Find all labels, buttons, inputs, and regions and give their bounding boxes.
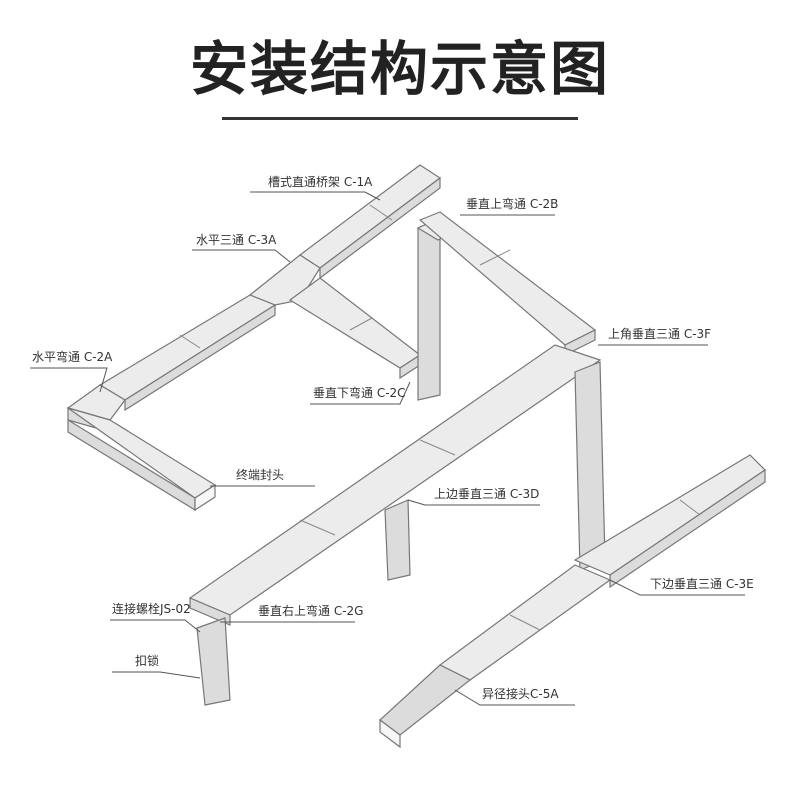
tray-main-run	[188, 344, 602, 626]
tray-inner-diagonal	[288, 277, 422, 380]
leader-c2c	[310, 381, 411, 405]
label-c3a: 水平三通 C-3A	[196, 233, 277, 247]
leader-c3e	[609, 579, 745, 596]
tray-reducer-run-c5a	[379, 564, 612, 749]
leader-c5a	[454, 689, 575, 706]
page-title: 安装结构示意图	[189, 35, 610, 103]
label-c1a: 槽式直通桥架 C-1A	[268, 175, 373, 189]
title-underline	[222, 117, 578, 120]
tray-left-run	[98, 294, 277, 412]
label-c2b: 垂直上弯通 C-2B	[466, 196, 558, 211]
tray-edge-tee-drop-c3d	[384, 499, 411, 581]
leader-js02	[110, 619, 201, 633]
joint-line	[509, 614, 541, 631]
label-c2c: 垂直下弯通 C-2C	[313, 385, 406, 400]
joint-line	[299, 519, 336, 536]
tray-top-run-c2b	[418, 211, 597, 356]
joint-line	[479, 249, 511, 266]
label-clip: 扣锁	[135, 653, 159, 668]
tray-end-run	[67, 407, 217, 512]
tray-right-up-elbow-drop-c2g	[196, 617, 231, 706]
leader-c2a	[30, 367, 108, 393]
joint-line	[679, 499, 701, 516]
leader-c1a	[250, 191, 381, 201]
leader-c3a	[192, 249, 291, 263]
label-c3d: 上边垂直三通 C-3D	[434, 487, 539, 501]
tray-lower-edge-tee-c3e	[573, 454, 766, 589]
tray-corner-tee-drop-c3f	[574, 361, 606, 571]
label-end-cap: 终端封头	[236, 467, 284, 482]
joint-line	[179, 334, 201, 349]
label-c5a: 异径接头C-5A	[482, 686, 559, 701]
joint-line	[419, 439, 456, 456]
leader-clip	[112, 671, 201, 679]
leader-c3d	[407, 499, 540, 506]
label-c2g: 垂直右上弯通 C-2G	[258, 603, 363, 618]
label-c3e: 下边垂直三通 C-3E	[650, 577, 754, 591]
label-c2a: 水平弯通 C-2A	[32, 349, 113, 364]
label-js02: 连接螺栓JS-02	[112, 601, 191, 616]
label-c3f: 上角垂直三通 C-3F	[608, 327, 711, 341]
joint-line	[369, 204, 393, 221]
joint-line	[349, 317, 373, 331]
